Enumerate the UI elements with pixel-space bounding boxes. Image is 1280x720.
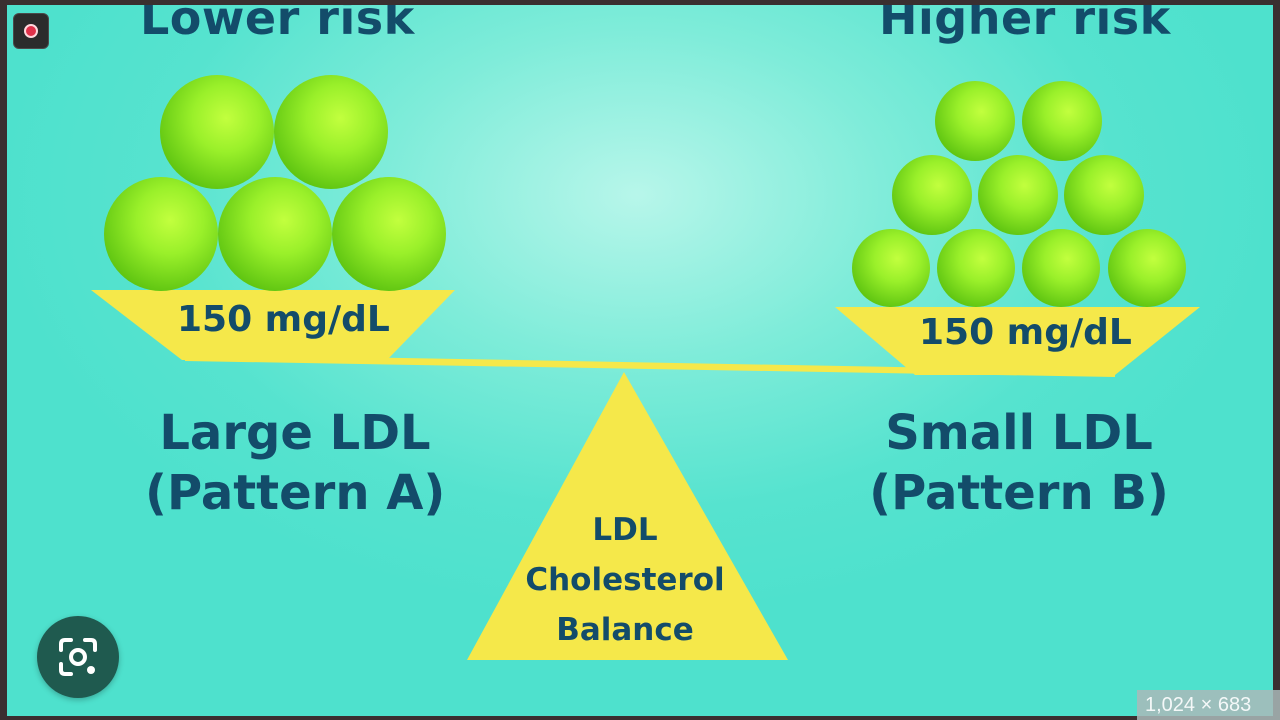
ldl-particle [218, 177, 332, 291]
ldl-particle [1022, 229, 1100, 307]
ldl-particle [332, 177, 446, 291]
fulcrum-triangle [467, 372, 788, 660]
fulcrum-line-3: Balance [556, 612, 694, 648]
image-dimensions-badge: 1,024 × 683 [1137, 690, 1280, 720]
large-ldl-particles [104, 75, 446, 291]
small-ldl-title: Small LDL [885, 405, 1153, 461]
fulcrum-label: LDL Cholesterol Balance [515, 505, 735, 655]
ldl-particle [160, 75, 274, 189]
ldl-particle [104, 177, 218, 291]
ldl-particle [852, 229, 930, 307]
ldl-particle [937, 229, 1015, 307]
right-pan-weight: 150 mg/dL [919, 312, 1132, 353]
ldl-particle [274, 75, 388, 189]
balance-scale [91, 75, 1200, 660]
ldl-particle [892, 155, 972, 235]
higher-risk-heading: Higher risk [879, 5, 1171, 45]
fulcrum-line-1: LDL [592, 512, 658, 548]
video-frame: Lower risk Higher risk 150 mg/dL 150 mg/… [7, 5, 1273, 716]
ldl-particle [1022, 81, 1102, 161]
left-pan-weight: 150 mg/dL [177, 299, 390, 340]
ldl-particle [1064, 155, 1144, 235]
lower-risk-heading: Lower risk [140, 5, 415, 45]
right-pan [835, 307, 1200, 375]
visual-search-icon [59, 638, 97, 676]
record-icon [24, 24, 38, 38]
record-button[interactable] [13, 13, 49, 49]
left-pan [91, 290, 455, 360]
small-ldl-label: Small LDL (Pattern B) [869, 403, 1169, 523]
ldl-particle [978, 155, 1058, 235]
ldl-particle [1108, 229, 1186, 307]
ldl-particle [935, 81, 1015, 161]
large-ldl-label: Large LDL (Pattern A) [145, 403, 445, 523]
scale-beam [185, 354, 1115, 377]
pattern-b-label: (Pattern B) [869, 465, 1169, 521]
fulcrum-line-2: Cholesterol [525, 562, 725, 598]
large-ldl-title: Large LDL [159, 405, 431, 461]
pattern-a-label: (Pattern A) [145, 465, 446, 521]
small-ldl-particles [852, 81, 1186, 307]
visual-search-button[interactable] [37, 616, 119, 698]
